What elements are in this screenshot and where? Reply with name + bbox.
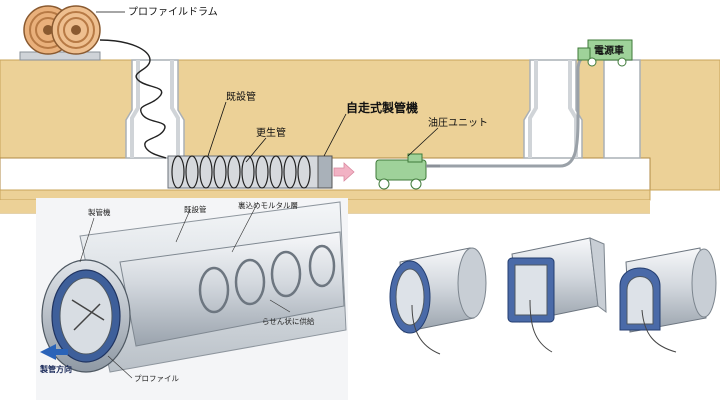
label-backfill-mortar: 裏込めモルタル層 [238,200,298,210]
label-renewed-pipe: 更生管 [256,126,286,139]
hydraulic-unit [375,153,427,190]
pipe-variant-circular [389,247,487,355]
pipe-variant-horseshoe [619,247,717,353]
inner-tube [119,231,345,347]
label-spiral-feed: らせん状に供給 [262,316,315,326]
cutaway-detail: 製管方向 製管機 既設管 裏込めモルタル層 らせん状に供給 プロファイル [36,198,348,400]
label-self-propelled-machine: 自走式製管機 [346,100,418,115]
cross-section: プロファイルドラム [0,5,720,214]
advance-arrow [333,162,355,182]
direction-arrow [40,344,68,360]
label-pipe-making-machine: 製管機 [88,207,111,217]
label-existing-pipe: 既設管 [226,90,256,103]
manhole-left [125,59,185,159]
renewed-pipe-coil [167,155,319,189]
manhole-far-right [603,59,641,159]
pipe-variant-rectangular [507,237,607,353]
profile-strip-coil [99,39,167,159]
manhole-right [523,59,583,159]
label-profile: プロファイル [134,374,179,383]
spiral-profile-loops [198,244,336,314]
label-detail-existing-pipe: 既設管 [184,204,207,214]
generator-truck [577,39,633,67]
label-direction: 製管方向 [39,364,72,374]
label-profile-drum: プロファイルドラム [128,6,218,18]
profile-drum [19,5,101,61]
label-generator-truck: 電源車 [594,44,624,57]
self-propelled-machine [317,155,333,189]
label-hydraulic-unit: 油圧ユニット [428,116,488,129]
